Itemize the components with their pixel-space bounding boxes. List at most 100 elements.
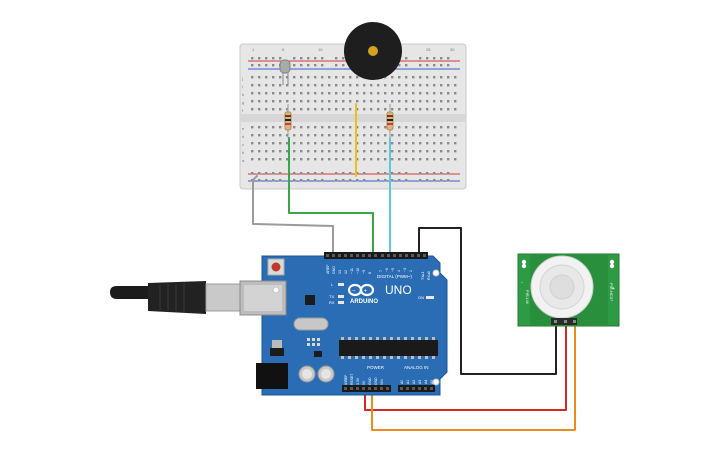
breadboard-hole (398, 76, 401, 79)
breadboard-hole (258, 150, 261, 153)
pin-label-7: 7 (379, 270, 383, 272)
header-pin (381, 254, 384, 257)
breadboard-hole (279, 57, 282, 60)
breadboard-hole (272, 92, 275, 95)
breadboard-hole (433, 150, 436, 153)
breadboard-hole (391, 142, 394, 145)
pir-pin-out[interactable] (554, 320, 557, 323)
breadboard-hole (286, 100, 289, 103)
digital-header-right[interactable] (379, 252, 428, 259)
analog-header[interactable] (398, 385, 435, 392)
led-body (279, 59, 291, 74)
breadboard-hole (447, 57, 450, 60)
breadboard-hole (412, 76, 415, 79)
power-header-label: POWER (367, 365, 385, 370)
header-pin (399, 254, 402, 257)
header-pin (393, 254, 396, 257)
breadboard-hole (454, 92, 457, 95)
pir-pin-vcc[interactable] (564, 320, 567, 323)
breadboard-hole (433, 108, 436, 111)
breadboard-hole (265, 172, 268, 175)
header-pin (374, 254, 377, 257)
breadboard-hole (370, 100, 373, 103)
pin-label-4: 4 (397, 270, 401, 272)
breadboard-hole (454, 150, 457, 153)
breadboard-hole (335, 158, 338, 161)
breadboard-hole (272, 134, 275, 137)
wire-orange-gnd[interactable] (371, 319, 576, 431)
breadboard-hole (258, 84, 261, 87)
breadboard-hole (272, 76, 275, 79)
chip-leg (376, 356, 379, 359)
breadboard-hole (286, 84, 289, 87)
breadboard-hole (300, 126, 303, 129)
wires (252, 103, 576, 431)
breadboard-hole (363, 150, 366, 153)
breadboard-hole (405, 172, 408, 175)
breadboard-hole (426, 179, 429, 182)
power-header[interactable] (342, 385, 391, 392)
breadboard-hole (405, 179, 408, 182)
breadboard-hole (349, 150, 352, 153)
breadboard-hole (286, 150, 289, 153)
breadboard-hole (356, 84, 359, 87)
breadboard[interactable]: 1 5 10 15 20 25 30 j i h g f e d c b a (239, 43, 467, 190)
breadboard-hole (335, 108, 338, 111)
piezo-buzzer[interactable] (344, 22, 402, 80)
wire-red-5v[interactable] (364, 319, 567, 411)
arduino-uno-board[interactable]: L TX RX ON − + ARDUINO UNO DIGITAL (PWM~… (239, 252, 448, 396)
pir-pin-gnd[interactable] (573, 320, 576, 323)
breadboard-hole (293, 108, 296, 111)
resistor-1[interactable] (284, 104, 292, 138)
pin-label-a2: A2 (412, 380, 416, 384)
breadboard-hole (293, 172, 296, 175)
breadboard-hole (321, 142, 324, 145)
breadboard-hole (384, 142, 387, 145)
usb-chip (305, 295, 315, 305)
breadboard-hole (412, 84, 415, 87)
breadboard-hole (384, 100, 387, 103)
breadboard-hole (426, 150, 429, 153)
breadboard-hole (258, 142, 261, 145)
breadboard-hole (279, 92, 282, 95)
chip-leg (348, 356, 351, 359)
breadboard-hole (265, 76, 268, 79)
mount-hole (432, 378, 440, 386)
header-pin (356, 254, 359, 257)
breadboard-hole (356, 158, 359, 161)
digital-header-label: DIGITAL (PWM~) (377, 274, 412, 279)
breadboard-hole (251, 142, 254, 145)
digital-header-left[interactable] (324, 252, 385, 259)
breadboard-hole (384, 179, 387, 182)
breadboard-hole (384, 126, 387, 129)
breadboard-hole (314, 84, 317, 87)
col-number-10: 10 (318, 47, 323, 52)
usb-cable[interactable] (110, 281, 243, 314)
breadboard-hole (342, 150, 345, 153)
chip-leg (404, 356, 407, 359)
resistor-2[interactable] (386, 104, 394, 138)
row-letter-f: f (242, 108, 244, 113)
chip-leg (369, 337, 372, 340)
breadboard-hole (279, 126, 282, 129)
header-pin (362, 254, 365, 257)
breadboard-hole (454, 76, 457, 79)
wire-green[interactable] (288, 137, 374, 255)
breadboard-hole (440, 92, 443, 95)
wire-black-signal[interactable] (418, 227, 557, 375)
breadboard-hole (321, 108, 324, 111)
breadboard-hole (342, 126, 345, 129)
breadboard-hole (398, 134, 401, 137)
breadboard-hole (314, 134, 317, 137)
wire-gray-gnd[interactable] (252, 175, 334, 255)
pir-sensor[interactable]: PIR-LM PIR-HC07 - + (517, 253, 620, 327)
led[interactable] (279, 59, 291, 85)
header-pin (424, 387, 427, 390)
breadboard-hole (307, 64, 310, 67)
header-pin (405, 254, 408, 257)
breadboard-hole (440, 126, 443, 129)
led-tx-label: TX (329, 294, 334, 299)
breadboard-hole (391, 76, 394, 79)
breadboard-hole (265, 142, 268, 145)
